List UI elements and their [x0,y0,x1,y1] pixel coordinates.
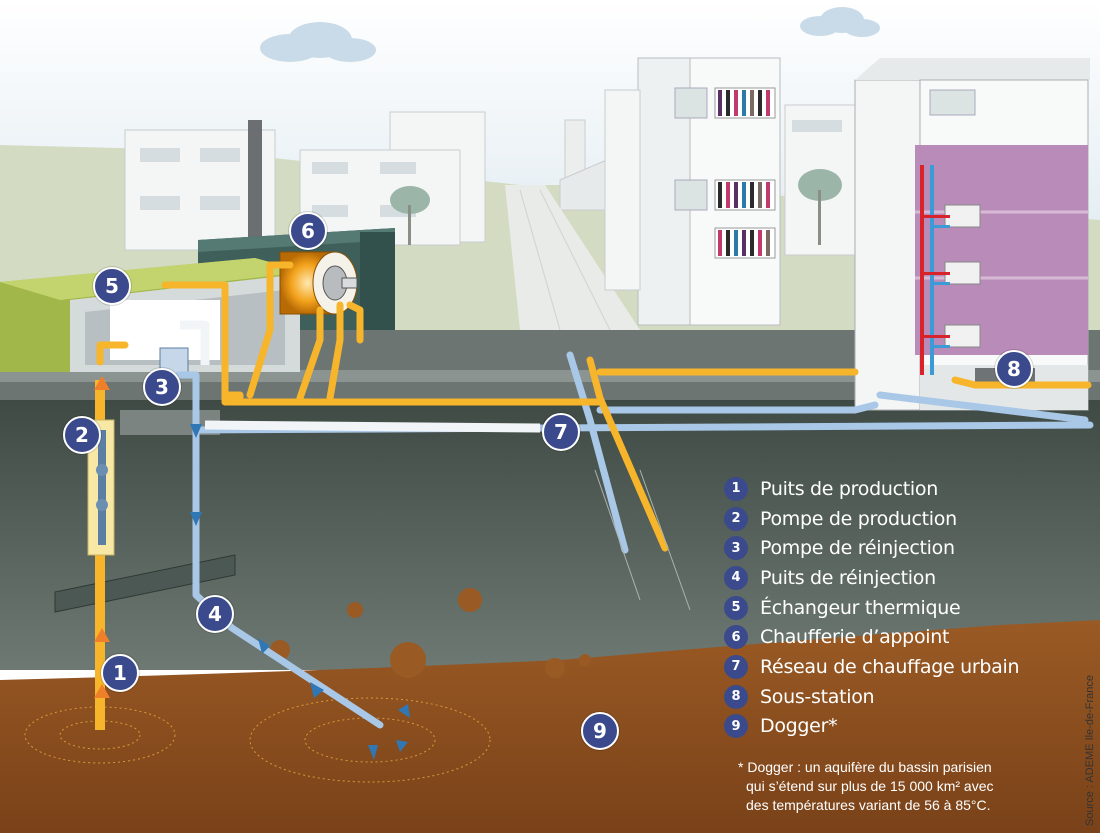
legend-badge: 9 [724,714,748,739]
legend-label: Pompe de production [760,507,957,530]
tree [390,169,842,245]
legend: 1 Puits de production 2 Pompe de productio… [724,474,1064,741]
legend-item: 7 Réseau de chauffage urbain [724,652,1064,682]
legend-label: Pompe de réinjection [760,537,955,560]
legend-item: 1 Puits de production [724,474,1064,504]
footnote-line: qui s’étend sur plus de 15 000 km² avec [746,778,994,794]
legend-label: Puits de réinjection [760,566,936,589]
marker-1: 1 [101,654,139,692]
residential-building [604,57,781,326]
marker-6: 6 [289,212,327,250]
reinjection-arrows [190,424,410,760]
legend-badge: 3 [724,536,748,561]
substation-building [854,58,1090,411]
legend-badge: 7 [724,654,748,679]
cloud [800,7,880,37]
marker-7: 7 [542,413,580,451]
marker-4: 4 [196,595,234,633]
hot-pipes [96,261,1092,552]
legend-item: 8 Sous-station [724,682,1064,712]
legend-badge: 6 [724,625,748,650]
legend-badge: 5 [724,595,748,620]
legend-item: 6 Chaufferie d’appoint [724,622,1064,652]
legend-label: Dogger* [760,715,838,738]
legend-label: Chaufferie d’appoint [760,626,950,649]
aquifer-bubbles [270,588,591,678]
footnote: * Dogger : un aquifère du bassin parisie… [738,758,1078,815]
marker-3: 3 [143,368,181,406]
legend-badge: 8 [724,684,748,709]
marker-8: 8 [995,350,1033,388]
dogger-aquifer [0,620,1100,833]
boiler-tank [279,251,358,315]
legend-item: 3 Pompe de réinjection [724,533,1064,563]
legend-label: Sous-station [760,685,875,708]
legend-item: 4 Puits de réinjection [724,563,1064,593]
legend-badge: 4 [724,565,748,590]
footnote-line: * Dogger : un aquifère du bassin parisie… [738,759,992,775]
legend-item: 9 Dogger* [724,712,1064,742]
legend-badge: 2 [724,506,748,531]
legend-label: Réseau de chauffage urbain [760,655,1020,678]
road [505,185,640,330]
legend-badge: 1 [724,476,748,501]
source-credit: Source : ADEME Ile-de-France [1084,674,1096,826]
legend-item: 5 Échangeur thermique [724,593,1064,623]
marker-5: 5 [93,267,131,305]
legend-label: Échangeur thermique [760,596,961,619]
white-pipe [180,320,541,433]
footnote-line: des températures variant de 56 à 85°C. [746,797,991,813]
marker-9: 9 [581,712,619,750]
legend-item: 2 Pompe de production [724,504,1064,534]
depth-lines [594,469,691,611]
legend-label: Puits de production [760,477,938,500]
marker-2: 2 [63,416,101,454]
cloud [260,22,376,62]
